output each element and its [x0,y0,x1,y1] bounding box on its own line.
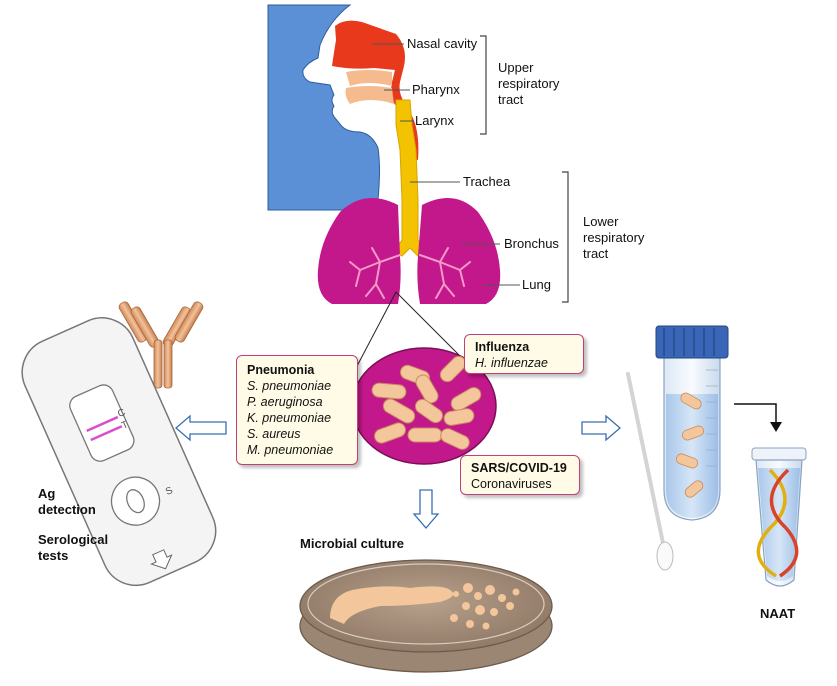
label-lung: Lung [522,277,551,292]
microbial-culture-label: Microbial culture [300,536,405,551]
leader-lines [372,43,520,286]
pneumonia-box: Pneumonia S. pneumoniae P. aeruginosa K.… [236,355,358,465]
pneumonia-species: P. aeruginosa [247,395,323,409]
pneumonia-species: S. aureus [247,427,301,441]
trachea-shape [393,99,427,257]
pneumonia-species: S. pneumoniae [247,379,332,393]
lower-respiratory-tract-label: Lower respiratory tract [583,214,645,261]
ag-detection-label: Ag detection [38,486,96,517]
head-silhouette [267,4,380,211]
serological-tests-label: Serological tests [38,532,109,563]
pneumonia-title: Pneumonia [247,363,315,377]
covid-subtitle: Coronaviruses [471,477,552,491]
arrow-down [412,489,440,529]
direction-arrows [175,414,621,529]
swab-icon [626,372,674,571]
label-larynx: Larynx [415,113,455,128]
nasal-cavity-shape [332,20,419,160]
influenza-box: Influenza H. influenzae [464,334,584,374]
lungs-shape [317,197,501,304]
pneumonia-species: M. pneumoniae [247,443,334,457]
arrow-left [175,414,227,442]
covid-title: SARS/COVID-19 [471,461,567,475]
label-pharynx: Pharynx [412,82,460,97]
naat-label: NAAT [760,606,796,621]
pneumonia-species: K. pneumoniae [247,411,332,425]
influenza-species: H. influenzae [475,356,548,370]
lateral-flow-test [21,317,217,587]
upper-respiratory-tract-label: Upper respiratory tract [498,60,560,107]
petri-dish-icon [299,559,553,673]
label-bronchus: Bronchus [504,236,559,251]
antibody-icon [118,301,204,389]
arrow-right [581,414,621,442]
sample-tube-icon [655,325,729,521]
influenza-title: Influenza [475,340,530,354]
covid-box: SARS/COVID-19 Coronaviruses [460,455,580,495]
label-trachea: Trachea [463,174,511,189]
pcr-tube-icon [751,447,807,587]
label-nasal-cavity: Nasal cavity [407,36,478,51]
bacteria-circle [351,347,497,465]
arrow-to-pcr [734,403,782,432]
tract-brackets [480,35,569,303]
